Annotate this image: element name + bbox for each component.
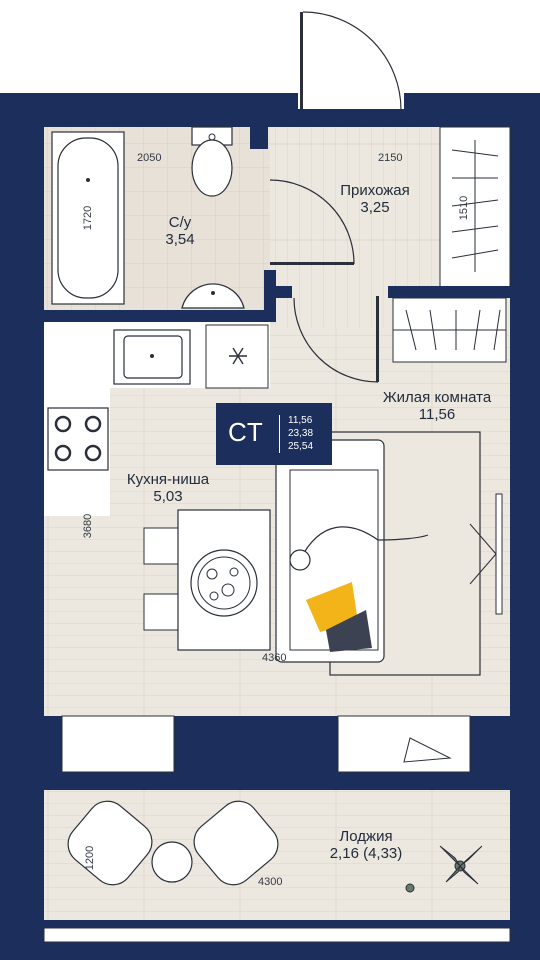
badge-total-area: 23,38 (288, 428, 314, 439)
loggia-railing (43, 927, 511, 943)
kitchen-sink-icon (113, 329, 191, 385)
loggia-label: Лоджия 2,16 (4,33) (306, 828, 426, 863)
dim-bath-height: 1720 (82, 205, 95, 231)
plate-icon (190, 549, 258, 617)
living-name: Жилая комната (382, 389, 492, 406)
hallway-label: Прихожая 3,25 (320, 182, 430, 217)
bathroom-wall (44, 310, 276, 322)
window-left-bottom (61, 715, 175, 773)
snowflake-icon (229, 347, 247, 365)
dim-room-width: 4360 (262, 652, 287, 664)
loggia-area: 2,16 (4,33) (329, 845, 403, 863)
dim-hall-width: 2150 (378, 152, 403, 164)
toilet-icon (191, 126, 233, 197)
kitchen-label: Кухня-ниша 5,03 (108, 471, 228, 506)
bathroom-name: С/у (168, 214, 192, 231)
bathroom-area: 3,54 (165, 231, 195, 249)
dim-loggia-width: 4300 (258, 876, 283, 888)
room-door (293, 296, 379, 383)
wall-stub (276, 286, 292, 298)
stove-icon (47, 407, 109, 471)
hallway-area: 3,25 (360, 199, 390, 217)
loggia-name: Лоджия (339, 828, 393, 845)
dim-bath-width: 2050 (137, 152, 162, 164)
dim-wardrobe-height: 1510 (458, 195, 471, 221)
living-area: 11,56 (418, 406, 456, 424)
bathroom-wall-top (250, 127, 268, 149)
badge-total-with-loggia: 25,54 (288, 441, 314, 452)
badge-living-area: 11,56 (288, 415, 313, 426)
sink-icon (181, 283, 245, 309)
hallway-floor (270, 127, 440, 287)
bathroom-wall-vertical (264, 270, 276, 322)
bathroom-label: С/у 3,54 (140, 214, 220, 249)
apartment-badge: СТ 11,56 23,38 25,54 (216, 403, 332, 465)
kitchen-area: 5,03 (153, 488, 183, 506)
living-label: Жилая комната 11,56 (362, 389, 512, 424)
sofa-icon (275, 439, 429, 663)
door-opening-gap (298, 93, 404, 109)
balcony-door-swing (403, 737, 452, 763)
dim-kitchen-height: 3680 (82, 513, 95, 539)
wardrobe-icon (392, 140, 507, 363)
hallway-name: Прихожая (340, 182, 410, 199)
dim-loggia-height: 1200 (84, 845, 97, 871)
kitchen-name: Кухня-ниша (126, 471, 210, 488)
bathroom-door (269, 179, 355, 265)
apartment-type: СТ (228, 417, 264, 447)
armchair-icon (67, 800, 279, 886)
badge-divider (279, 415, 280, 453)
plant-icon (405, 845, 483, 893)
window-right (469, 493, 503, 615)
entrance-door (300, 11, 402, 111)
bathtub-icon (51, 131, 125, 305)
hallway-wall-right (388, 286, 510, 298)
window-right-bottom (337, 715, 471, 773)
